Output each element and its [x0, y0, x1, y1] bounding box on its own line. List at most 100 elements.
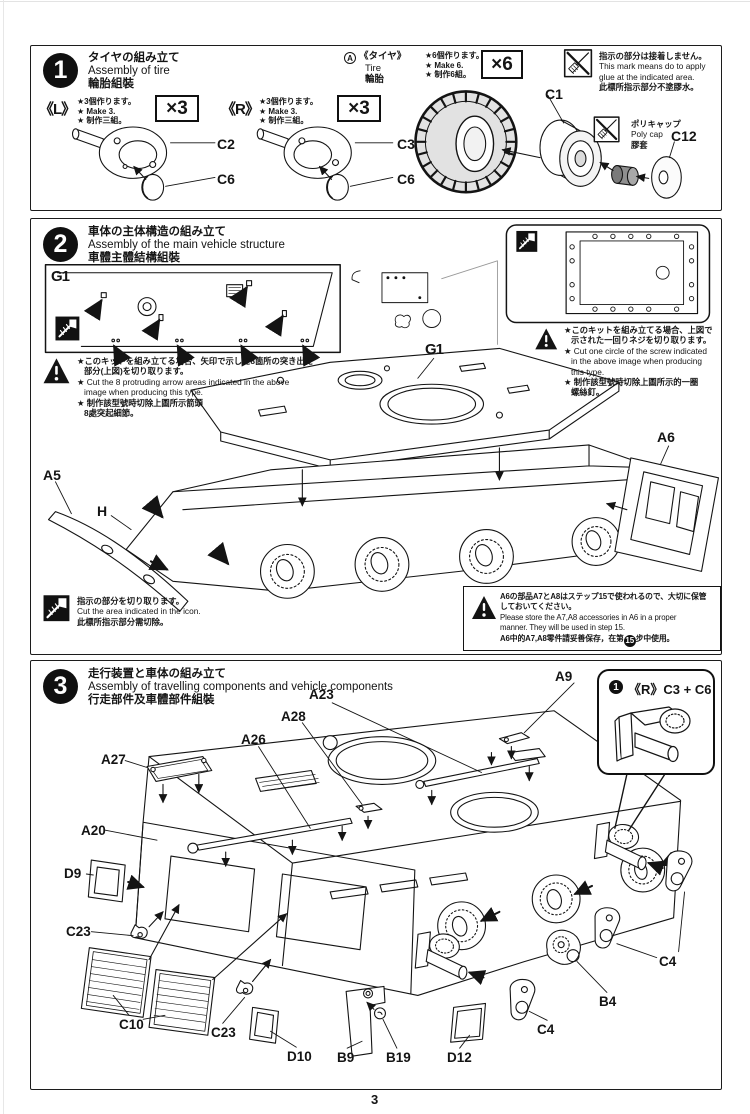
- note-line: manner. They will be used in step 15.: [500, 623, 625, 633]
- part-label-b4: B4: [599, 994, 617, 1009]
- step3-title-ja: 走行装置と車体の組み立て: [88, 668, 226, 680]
- note-line: 指示の部分を切り取ります。: [77, 596, 185, 606]
- note-line: 示された一回りネジを切り取ります。: [571, 335, 712, 346]
- cut-screw-note: ★このキットを組み立てる場合、上図で 示された一回りネジを切り取ります。 ★ C…: [564, 325, 713, 398]
- part-label-a6: A6: [657, 429, 675, 445]
- note-line: しておいてください。: [500, 602, 577, 612]
- polycap-drawing: [611, 164, 639, 186]
- right-variant-tag: 《R》: [221, 101, 260, 118]
- tire-count-box: ×6: [481, 50, 523, 79]
- callout-number-badge: 1: [609, 680, 623, 694]
- step3-illustration: [80, 682, 693, 1057]
- note-line: ポリキャップ: [631, 119, 681, 129]
- note-line: ★ 制作6組。: [425, 70, 471, 80]
- part-label-c2: C2: [217, 136, 235, 152]
- part-label-g1-inset: G1: [51, 268, 70, 285]
- part-label-c1: C1: [545, 86, 563, 102]
- hull-structure-drawing: [47, 347, 719, 612]
- right-make-notes: ★3個作ります。 ★ Make 3. ★ 制作三組。: [259, 97, 318, 126]
- step1-title: タイヤの組み立て Assembly of tire 輪胎組裝: [88, 52, 180, 91]
- note-line: ★ Make 3.: [259, 106, 298, 116]
- step3-title-zh: 行走部件及車體部件組裝: [88, 694, 215, 706]
- part-label-b9: B9: [337, 1050, 355, 1065]
- step-15-badge: 15: [623, 634, 636, 647]
- store-parts-note: A6の部品A7とA8はステップ15で使われるので、大切に保管 しておいてください…: [500, 592, 707, 647]
- part-label-a9: A9: [555, 669, 573, 684]
- note-line: ★6個作ります。: [425, 51, 484, 60]
- page-number: 3: [371, 1092, 379, 1107]
- poly-cap-note: ポリキャップ Poly cap 膠套: [631, 119, 681, 150]
- part-label-c6: C6: [397, 171, 415, 187]
- note-line: ★ Make 3.: [77, 106, 116, 116]
- warning-icon: [535, 328, 558, 350]
- scan-artifact-top: [0, 1, 750, 2]
- store-parts-notebox: A6の部品A7とA8はステップ15で使われるので、大切に保管 しておいてください…: [463, 586, 721, 651]
- part-label-d9: D9: [64, 866, 82, 881]
- part-label-d12: D12: [447, 1050, 472, 1065]
- hub-right-drawing: [256, 126, 394, 201]
- note-line: 指示の部分は接着しません。: [599, 51, 707, 61]
- tire-make-notes: ★6個作ります。 ★ Make 6. ★ 制作6組。: [425, 51, 484, 80]
- part-label-c23: C23: [211, 1025, 236, 1040]
- step3-panel: 3 走行装置と車体の組み立て Assembly of travelling co…: [30, 660, 722, 1090]
- note-line: ★このキットを組み立てる場合、上図で: [564, 325, 713, 335]
- part-label-a23: A23: [309, 687, 334, 702]
- note-line: ★このキットを組み立てる場合、矢印で示した8箇所の突き出た: [77, 356, 314, 366]
- note-line: 此標所指示部分不塗膠水。: [599, 82, 699, 93]
- left-variant-tag: 《L》: [39, 101, 76, 118]
- tire-circle-a-badge: A: [344, 52, 356, 64]
- step3-title-en: Assembly of travelling components and ve…: [88, 681, 393, 693]
- part-label-a5: A5: [43, 467, 61, 483]
- part-label-d10: D10: [287, 1049, 312, 1064]
- note-segment: A6中的A7,A8零件請妥善保存，在第: [500, 633, 624, 643]
- part-label-a26: A26: [241, 732, 266, 747]
- cut-icon: [516, 230, 538, 252]
- part-label-c3: C3: [397, 136, 415, 152]
- cut-area-note: 指示の部分を切り取ります。 Cut the area indicated in …: [77, 596, 201, 627]
- note-line: 部分(上図)を切り取ります。: [84, 366, 189, 377]
- cut-8-areas-note: ★このキットを組み立てる場合、矢印で示した8箇所の突き出た 部分(上図)を切り取…: [77, 356, 313, 418]
- step2-number-badge: 2: [43, 227, 78, 262]
- step3-title: 走行装置と車体の組み立て Assembly of travelling comp…: [88, 668, 393, 707]
- tire-drawing: [414, 90, 518, 194]
- note-line: 此標所指示部分需切除。: [77, 616, 169, 627]
- g1-inset-drawing: [44, 264, 341, 367]
- part-label-c4: C4: [537, 1022, 555, 1037]
- note-line: This mark means do to apply: [599, 61, 706, 72]
- step1-illustration: [71, 49, 682, 201]
- step1-title-en: Assembly of tire: [88, 65, 170, 77]
- step1-number-badge: 1: [43, 53, 78, 88]
- part-label-h: H: [97, 503, 108, 519]
- step1-panel: 1 タイヤの組み立て Assembly of tire 輪胎組裝 《L》 ★3個…: [30, 45, 722, 211]
- note-line: ★ 制作該型號時切除上圖所示的一圈: [564, 377, 699, 388]
- note-line: ★ Cut one circle of the screw indicated: [564, 345, 708, 356]
- part-label-a20: A20: [81, 823, 106, 838]
- note-line: Cut the area indicated in the icon.: [77, 606, 201, 617]
- hull-travel-drawing: [80, 682, 693, 1057]
- note-line: ★ Cut the 8 protruding arrow areas indic…: [77, 376, 290, 387]
- right-count-box: ×3: [337, 95, 381, 122]
- callout-part-drawing: [614, 706, 691, 763]
- screw-inset-drawing: [505, 224, 711, 324]
- step2-title-ja: 車体の主体構造の組み立て: [88, 226, 226, 238]
- part-label-c12: C12: [671, 128, 697, 144]
- note-line: ★ 制作三組。: [77, 116, 127, 126]
- step3-number-badge: 3: [43, 669, 78, 704]
- note-line: Please store the A7,A8 accessories in A6…: [500, 612, 677, 622]
- no-glue-note: 指示の部分は接着しません。 This mark means do to appl…: [599, 51, 707, 93]
- part-label-c10: C10: [119, 1017, 144, 1032]
- hub-left-drawing: [71, 126, 216, 201]
- note-line: ★ Make 6.: [425, 60, 464, 70]
- left-count-box: ×3: [155, 95, 199, 122]
- part-label-a27: A27: [101, 752, 126, 767]
- note-line: this type.: [571, 366, 605, 377]
- poly-cap-icon: [593, 116, 620, 143]
- note-line: in the above image when producing: [571, 356, 702, 367]
- tire-zh: 輪胎: [365, 74, 385, 85]
- part-label-g1: G1: [425, 341, 444, 358]
- note-line: A6の部品A7とA8はステップ15で使われるので、大切に保管: [500, 592, 707, 601]
- subassembly-callout: 1 《R》C3 + C6: [597, 669, 715, 775]
- warning-icon: [43, 358, 70, 384]
